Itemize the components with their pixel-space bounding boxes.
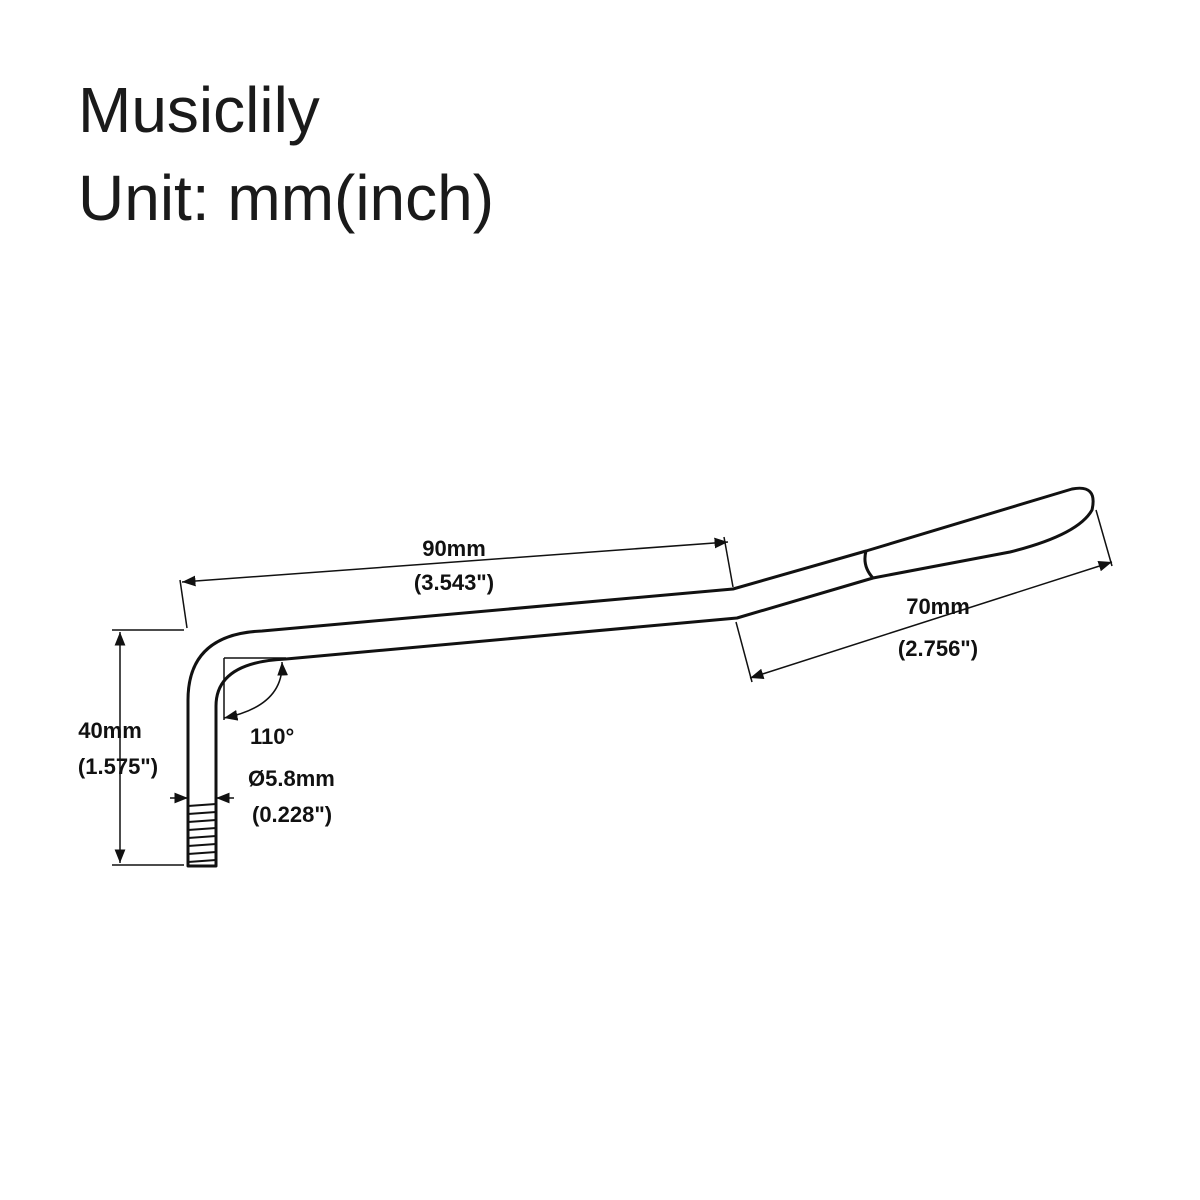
brand-title: Musiclily: [78, 74, 320, 146]
unit-label: Unit: mm(inch): [78, 162, 495, 234]
arm-length-metric: 90mm: [422, 536, 486, 561]
header: Musiclily Unit: mm(inch): [78, 66, 494, 242]
arm-outline-upper: [186, 549, 867, 800]
diameter-imperial: (0.228"): [252, 802, 332, 827]
bend-angle-marker: [223, 657, 288, 721]
bend-angle-label: 110°: [250, 724, 294, 749]
grip-length-imperial: (2.756"): [898, 636, 978, 661]
grip-length-metric: 70mm: [906, 594, 970, 619]
grip-outline: [863, 486, 1095, 580]
shaft-height-dimension: [112, 629, 184, 866]
threaded-tip: [186, 800, 218, 868]
shaft-height-metric: 40mm: [78, 718, 142, 743]
arm-length-dimension: [179, 536, 734, 629]
diameter-metric: Ø5.8mm: [248, 766, 335, 791]
arm-length-imperial: (3.543"): [414, 570, 494, 595]
grip-length-dimension: [735, 509, 1113, 683]
shaft-height-imperial: (1.575"): [78, 754, 158, 779]
thread-lines: [187, 803, 217, 863]
